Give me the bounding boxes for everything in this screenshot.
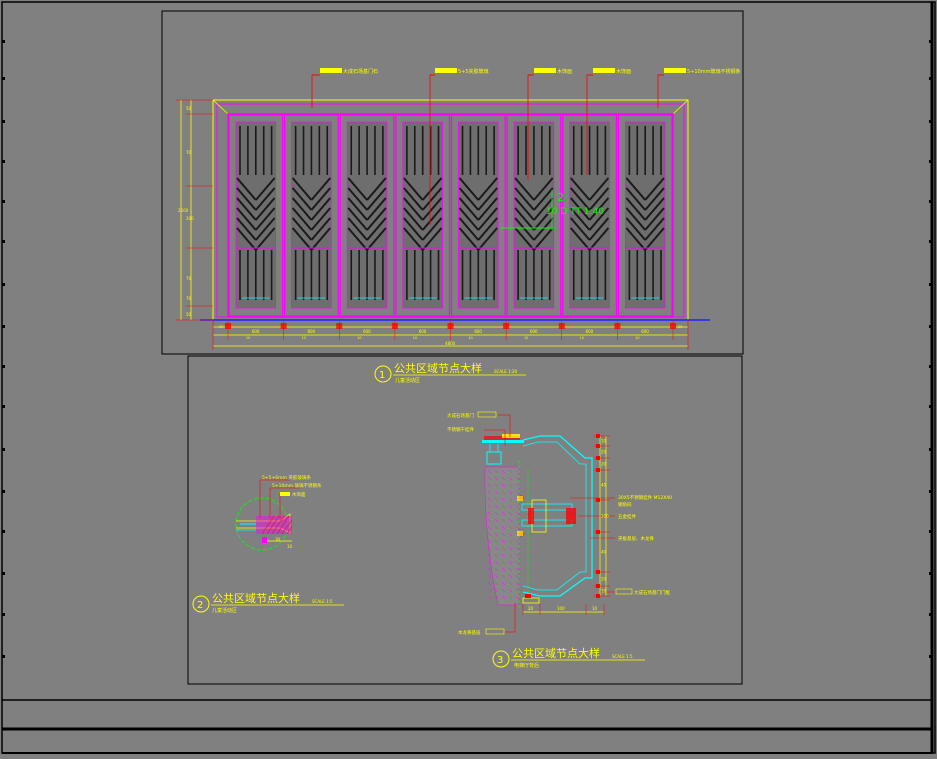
detail-3-dim-bottom-3: 10: [592, 606, 598, 611]
height-dim-5: 70: [186, 296, 192, 301]
panel-width-dim: 600: [586, 329, 594, 334]
height-dimensions: 50 70 200 70 70 50 2500: [176, 99, 213, 321]
elevation-drawing: 大成石场基门石 5+5夹胶玻璃 木饰面 木饰面 5+10mm玻璃不锈钢条 2 1…: [176, 68, 740, 350]
detail-3-right-dims: 10 20 20 40 100 40 20 10: [594, 434, 610, 598]
detail-2-note-3: 木饰面: [292, 491, 306, 498]
small-dim: 10: [468, 336, 472, 340]
height-dim-2: 70: [186, 150, 192, 155]
small-dim: 10: [413, 336, 417, 340]
door-panel: [617, 114, 673, 317]
panel-width-dim: 600: [252, 329, 260, 334]
height-dim-1: 50: [186, 106, 192, 111]
height-dim-4: 70: [186, 276, 192, 281]
detail-3-note-right-5: 大成石场基门门框: [634, 589, 670, 596]
tag-elevation-2: 5+5夹胶玻璃: [458, 68, 489, 75]
panel-width-dim: 600: [363, 329, 371, 334]
total-height-dim: 2500: [178, 208, 189, 213]
panel-width-dims: 6001060010600106001060010600106001060010…: [219, 320, 682, 340]
detail-1-subtitle: 儿童活动区: [395, 377, 420, 384]
height-dim-3: 200: [186, 216, 194, 221]
door-panel: [506, 114, 562, 317]
detail-2-note-2: 5+10mm 玻璃不锈钢条: [272, 482, 322, 489]
panel-width-dim: 600: [474, 329, 482, 334]
detail-1-scale: SCALE 1:20: [494, 369, 518, 374]
detail-3-note-left-1: 大成石场基门: [447, 412, 474, 419]
section-mark-number: 2: [557, 191, 564, 204]
wall-hatch-pattern: [487, 469, 520, 600]
viewport-details[interactable]: [187, 355, 743, 685]
detail-2-dim-1: 30: [275, 537, 281, 542]
detail-3-dim-right: 20: [601, 462, 607, 467]
detail-3-note-left-3: 木龙骨基层: [458, 629, 481, 636]
detail-2-title: 2 公共区域节点大样 SCALE 1:5 儿童活动区: [192, 591, 344, 614]
small-dim: 10: [635, 336, 639, 340]
detail-3-dim-right: 100: [601, 514, 609, 519]
panel-width-dim: 600: [307, 329, 315, 334]
detail-2-subtitle: 儿童活动区: [212, 607, 237, 614]
viewport-elevation[interactable]: [161, 10, 744, 355]
tag-elevation-1: 大成石场基门石: [343, 68, 378, 75]
detail-3-drawing: 大成石场基门 不锈钢干挂件 木龙骨基层 30X5不锈钢挂件 M12X40 钢角码…: [447, 411, 672, 636]
door-panel: [284, 114, 339, 317]
door-panel: [339, 114, 395, 317]
tag-elevation-3: 木饰面: [557, 68, 572, 75]
tag-elevation-4: 木饰面: [616, 68, 631, 75]
detail-1-number: 1: [379, 370, 385, 381]
detail-3-dim-right: 40: [601, 483, 607, 488]
section-mark-text: 10 D TT 1:40: [546, 207, 604, 217]
detail-3-note-right-2: 钢角码: [618, 501, 632, 508]
detail-3-heading: 公共区域节点大样: [512, 646, 600, 660]
detail-3-subtitle: 电梯厅背后: [514, 662, 539, 669]
door-outer-frame: [212, 99, 689, 321]
section-mark: 2 10 D TT 1:40: [500, 190, 604, 230]
detail-2-drawing: 5+5+6mm 夹胶玻璃条 5+10mm 玻璃不锈钢条 木饰面 30 10: [235, 474, 322, 551]
detail-1-title: 1 公共区域节点大样 SCALE 1:20 儿童活动区: [374, 361, 526, 384]
detail-3-number: 3: [497, 655, 503, 666]
detail-2-number: 2: [197, 600, 203, 611]
gap-dim-right: 20: [678, 325, 682, 329]
frame-tick-marks: [2, 40, 932, 658]
tag-elevation-5: 5+10mm玻璃不锈钢条: [687, 68, 740, 75]
detail-3-dim-right: 20: [601, 577, 607, 582]
door-panel: [395, 114, 451, 317]
detail-3-dim-right: 10: [601, 589, 607, 594]
small-dim: 10: [301, 336, 305, 340]
detail-3-dim-bottom-1: 20: [528, 606, 534, 611]
detail-2-note-1: 5+5+6mm 夹胶玻璃条: [262, 474, 311, 481]
panel-width-dim: 600: [641, 329, 649, 334]
detail-3-dim-bottom-2: 100: [557, 606, 565, 611]
detail-3-note-left-2: 不锈钢干挂件: [447, 426, 474, 433]
detail-2-heading: 公共区域节点大样: [212, 591, 300, 605]
detail-3-dim-right: 40: [601, 550, 607, 555]
detail-3-title: 3 公共区域节点大样 SCALE 1:5 电梯厅背后: [492, 646, 645, 669]
small-dim: 10: [246, 336, 250, 340]
panel-width-dim: 600: [530, 329, 538, 334]
door-panel: [562, 114, 617, 317]
height-dim-6: 50: [186, 312, 192, 317]
detail-3-note-right-3: 五金挂件: [618, 513, 636, 520]
detail-2-dim-2: 10: [287, 544, 293, 549]
detail-3-note-right-4: 夹板基层、木龙骨: [618, 535, 654, 542]
detail-1-heading: 公共区域节点大样: [394, 361, 482, 375]
gap-dim-left: 20: [219, 325, 223, 329]
leader-tags: 大成石场基门石 5+5夹胶玻璃 木饰面 木饰面 5+10mm玻璃不锈钢条: [311, 68, 740, 225]
door-panel: [228, 114, 284, 317]
total-width-dim: 4800: [445, 341, 456, 346]
wall-hatch: [484, 466, 520, 606]
small-dim: 10: [357, 336, 361, 340]
detail-3-scale: SCALE 1:5: [612, 654, 633, 659]
width-dimensions: 6001060010600106001060010600106001060010…: [212, 320, 689, 350]
panel-width-dim: 600: [419, 329, 427, 334]
small-dim: 10: [524, 336, 528, 340]
small-dim: 10: [580, 336, 584, 340]
door-panel: [450, 114, 506, 317]
detail-3-note-right-1: 30X5不锈钢挂件 M12X40: [618, 494, 672, 501]
detail-2-scale: SCALE 1:5: [312, 599, 333, 604]
door-panels: [228, 114, 673, 317]
detail-3-dim-right: 10: [601, 439, 607, 444]
detail-3-dim-right: 20: [601, 450, 607, 455]
